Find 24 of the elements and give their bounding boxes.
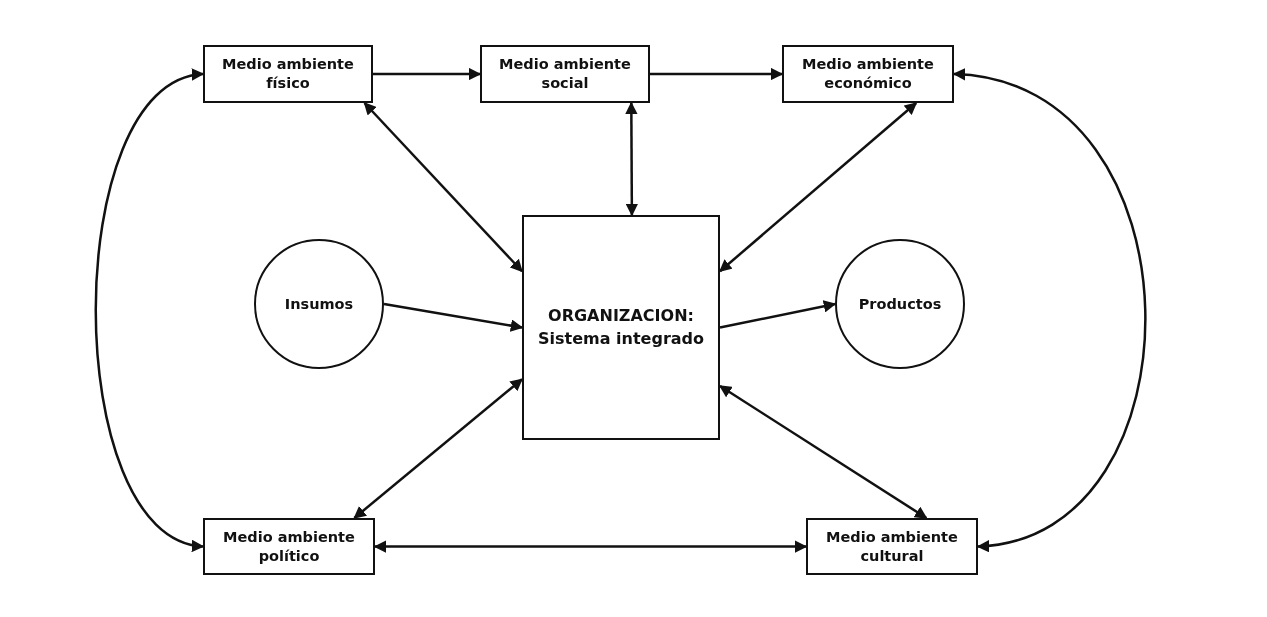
arrow	[363, 102, 523, 273]
process-box	[203, 518, 375, 575]
process-box	[782, 45, 954, 103]
process-box	[806, 518, 978, 575]
node-label: Productos	[857, 294, 943, 314]
node-label: Medio ambiente social	[498, 55, 632, 93]
arrow	[625, 101, 639, 217]
process-box	[522, 215, 720, 440]
arrow	[719, 102, 918, 273]
arrow	[373, 67, 482, 81]
node-label: Medio ambiente físico	[221, 55, 355, 93]
arrow	[94, 71, 205, 549]
process-box	[203, 45, 373, 103]
process-box	[480, 45, 650, 103]
arrow	[383, 302, 524, 332]
node-label: Medio ambiente cultural	[825, 527, 959, 566]
arrow	[650, 67, 784, 81]
arrow	[353, 378, 523, 519]
node-label: Sistema integrado	[537, 327, 705, 350]
node-label: Medio ambiente político	[222, 527, 356, 566]
node-heading: ORGANIZACION:	[547, 305, 695, 328]
node-label: Medio ambiente económico	[801, 55, 935, 93]
arrow	[719, 300, 837, 329]
node-label: Insumos	[283, 294, 355, 314]
